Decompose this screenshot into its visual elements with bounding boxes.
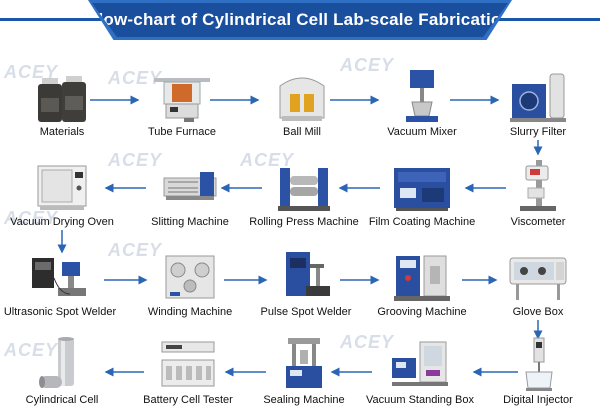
- step-label: Vacuum Standing Box: [365, 394, 475, 406]
- step-battery-cell-tester: Battery Cell Tester: [138, 336, 238, 416]
- step-label: Winding Machine: [147, 306, 233, 318]
- step-sealing-machine: Sealing Machine: [254, 336, 354, 416]
- step-pulse-spot-welder: Pulse Spot Welder: [256, 248, 356, 328]
- step-label: Grooving Machine: [377, 306, 467, 318]
- watermark: ACEY: [340, 55, 395, 75]
- watermark: ACEY: [340, 332, 395, 352]
- glove-box-icon: [509, 257, 567, 300]
- step-film-coating-machine: Film Coating Machine: [369, 158, 475, 238]
- ball-mill-icon: [279, 77, 325, 121]
- title-rule-right: [480, 18, 600, 21]
- step-vacuum-standing-box: Vacuum Standing Box: [366, 336, 474, 416]
- step-label: Cylindrical Cell: [25, 394, 99, 406]
- title-banner-fill: Flow-chart of Cylindrical Cell Lab-scale…: [92, 3, 508, 37]
- watermark: ACEY: [4, 62, 59, 82]
- grooving-machine-icon: [394, 255, 450, 301]
- vacuum-mixer-icon: [406, 70, 438, 122]
- cell-tester-icon: [161, 341, 215, 387]
- step-viscometer: Viscometer: [488, 158, 588, 238]
- title-rule-left: [0, 18, 120, 21]
- slitting-machine-icon: [163, 172, 217, 200]
- slurry-filter-icon: [510, 73, 566, 122]
- ultrasonic-welder-icon: [32, 258, 86, 296]
- watermark: ACEY: [4, 340, 59, 360]
- page-title: Flow-chart of Cylindrical Cell Lab-scale…: [87, 10, 513, 29]
- step-ultrasonic-spot-welder: Ultrasonic Spot Welder: [4, 248, 116, 328]
- material-bottles-icon: [38, 76, 86, 122]
- step-rolling-press-machine: Rolling Press Machine: [249, 158, 359, 238]
- step-label: Pulse Spot Welder: [260, 306, 352, 318]
- step-label: Digital Injector: [503, 394, 573, 406]
- step-label: Film Coating Machine: [368, 216, 476, 228]
- cylindrical-cell-icon: [39, 337, 74, 388]
- step-digital-injector: Digital Injector: [488, 336, 588, 416]
- step-label: Sealing Machine: [263, 394, 345, 406]
- sealing-machine-icon: [286, 338, 322, 388]
- tube-furnace-icon: [154, 78, 210, 122]
- step-slitting-machine: Slitting Machine: [140, 158, 240, 238]
- step-label: Viscometer: [510, 216, 566, 228]
- film-coater-icon: [394, 168, 450, 211]
- step-vacuum-mixer: Vacuum Mixer: [372, 68, 472, 148]
- step-materials: Materials: [12, 68, 112, 148]
- step-vacuum-drying-oven: Vacuum Drying Oven: [10, 158, 114, 238]
- watermark: ACEY: [4, 208, 59, 228]
- step-label: Glove Box: [512, 306, 564, 318]
- digital-injector-icon: [525, 337, 553, 391]
- rolling-press-icon: [278, 168, 330, 211]
- step-label: Vacuum Mixer: [387, 126, 457, 138]
- step-ball-mill: Ball Mill: [252, 68, 352, 148]
- step-label: Ultrasonic Spot Welder: [3, 306, 117, 318]
- step-tube-furnace: Tube Furnace: [132, 68, 232, 148]
- step-label: Slitting Machine: [151, 216, 229, 228]
- watermark: ACEY: [108, 68, 163, 88]
- step-label: Tube Furnace: [147, 126, 217, 138]
- step-label: Vacuum Drying Oven: [10, 216, 114, 228]
- standing-box-icon: [392, 341, 448, 386]
- step-label: Materials: [39, 126, 85, 138]
- step-glove-box: Glove Box: [488, 248, 588, 328]
- drying-oven-icon: [37, 165, 87, 210]
- step-winding-machine: Winding Machine: [140, 248, 240, 328]
- step-label: Slurry Filter: [509, 126, 567, 138]
- winding-machine-icon: [165, 255, 215, 299]
- step-label: Ball Mill: [283, 126, 321, 138]
- step-cylindrical-cell: Cylindrical Cell: [12, 336, 112, 416]
- step-label: Rolling Press Machine: [249, 216, 359, 228]
- watermark: ACEY: [108, 240, 163, 260]
- viscometer-icon: [520, 160, 556, 211]
- step-label: Battery Cell Tester: [143, 394, 233, 406]
- title-banner: Flow-chart of Cylindrical Cell Lab-scale…: [0, 0, 600, 40]
- watermark: ACEY: [108, 150, 163, 170]
- pulse-welder-icon: [286, 252, 330, 296]
- step-slurry-filter: Slurry Filter: [488, 68, 588, 148]
- watermark: ACEY: [240, 150, 295, 170]
- step-grooving-machine: Grooving Machine: [372, 248, 472, 328]
